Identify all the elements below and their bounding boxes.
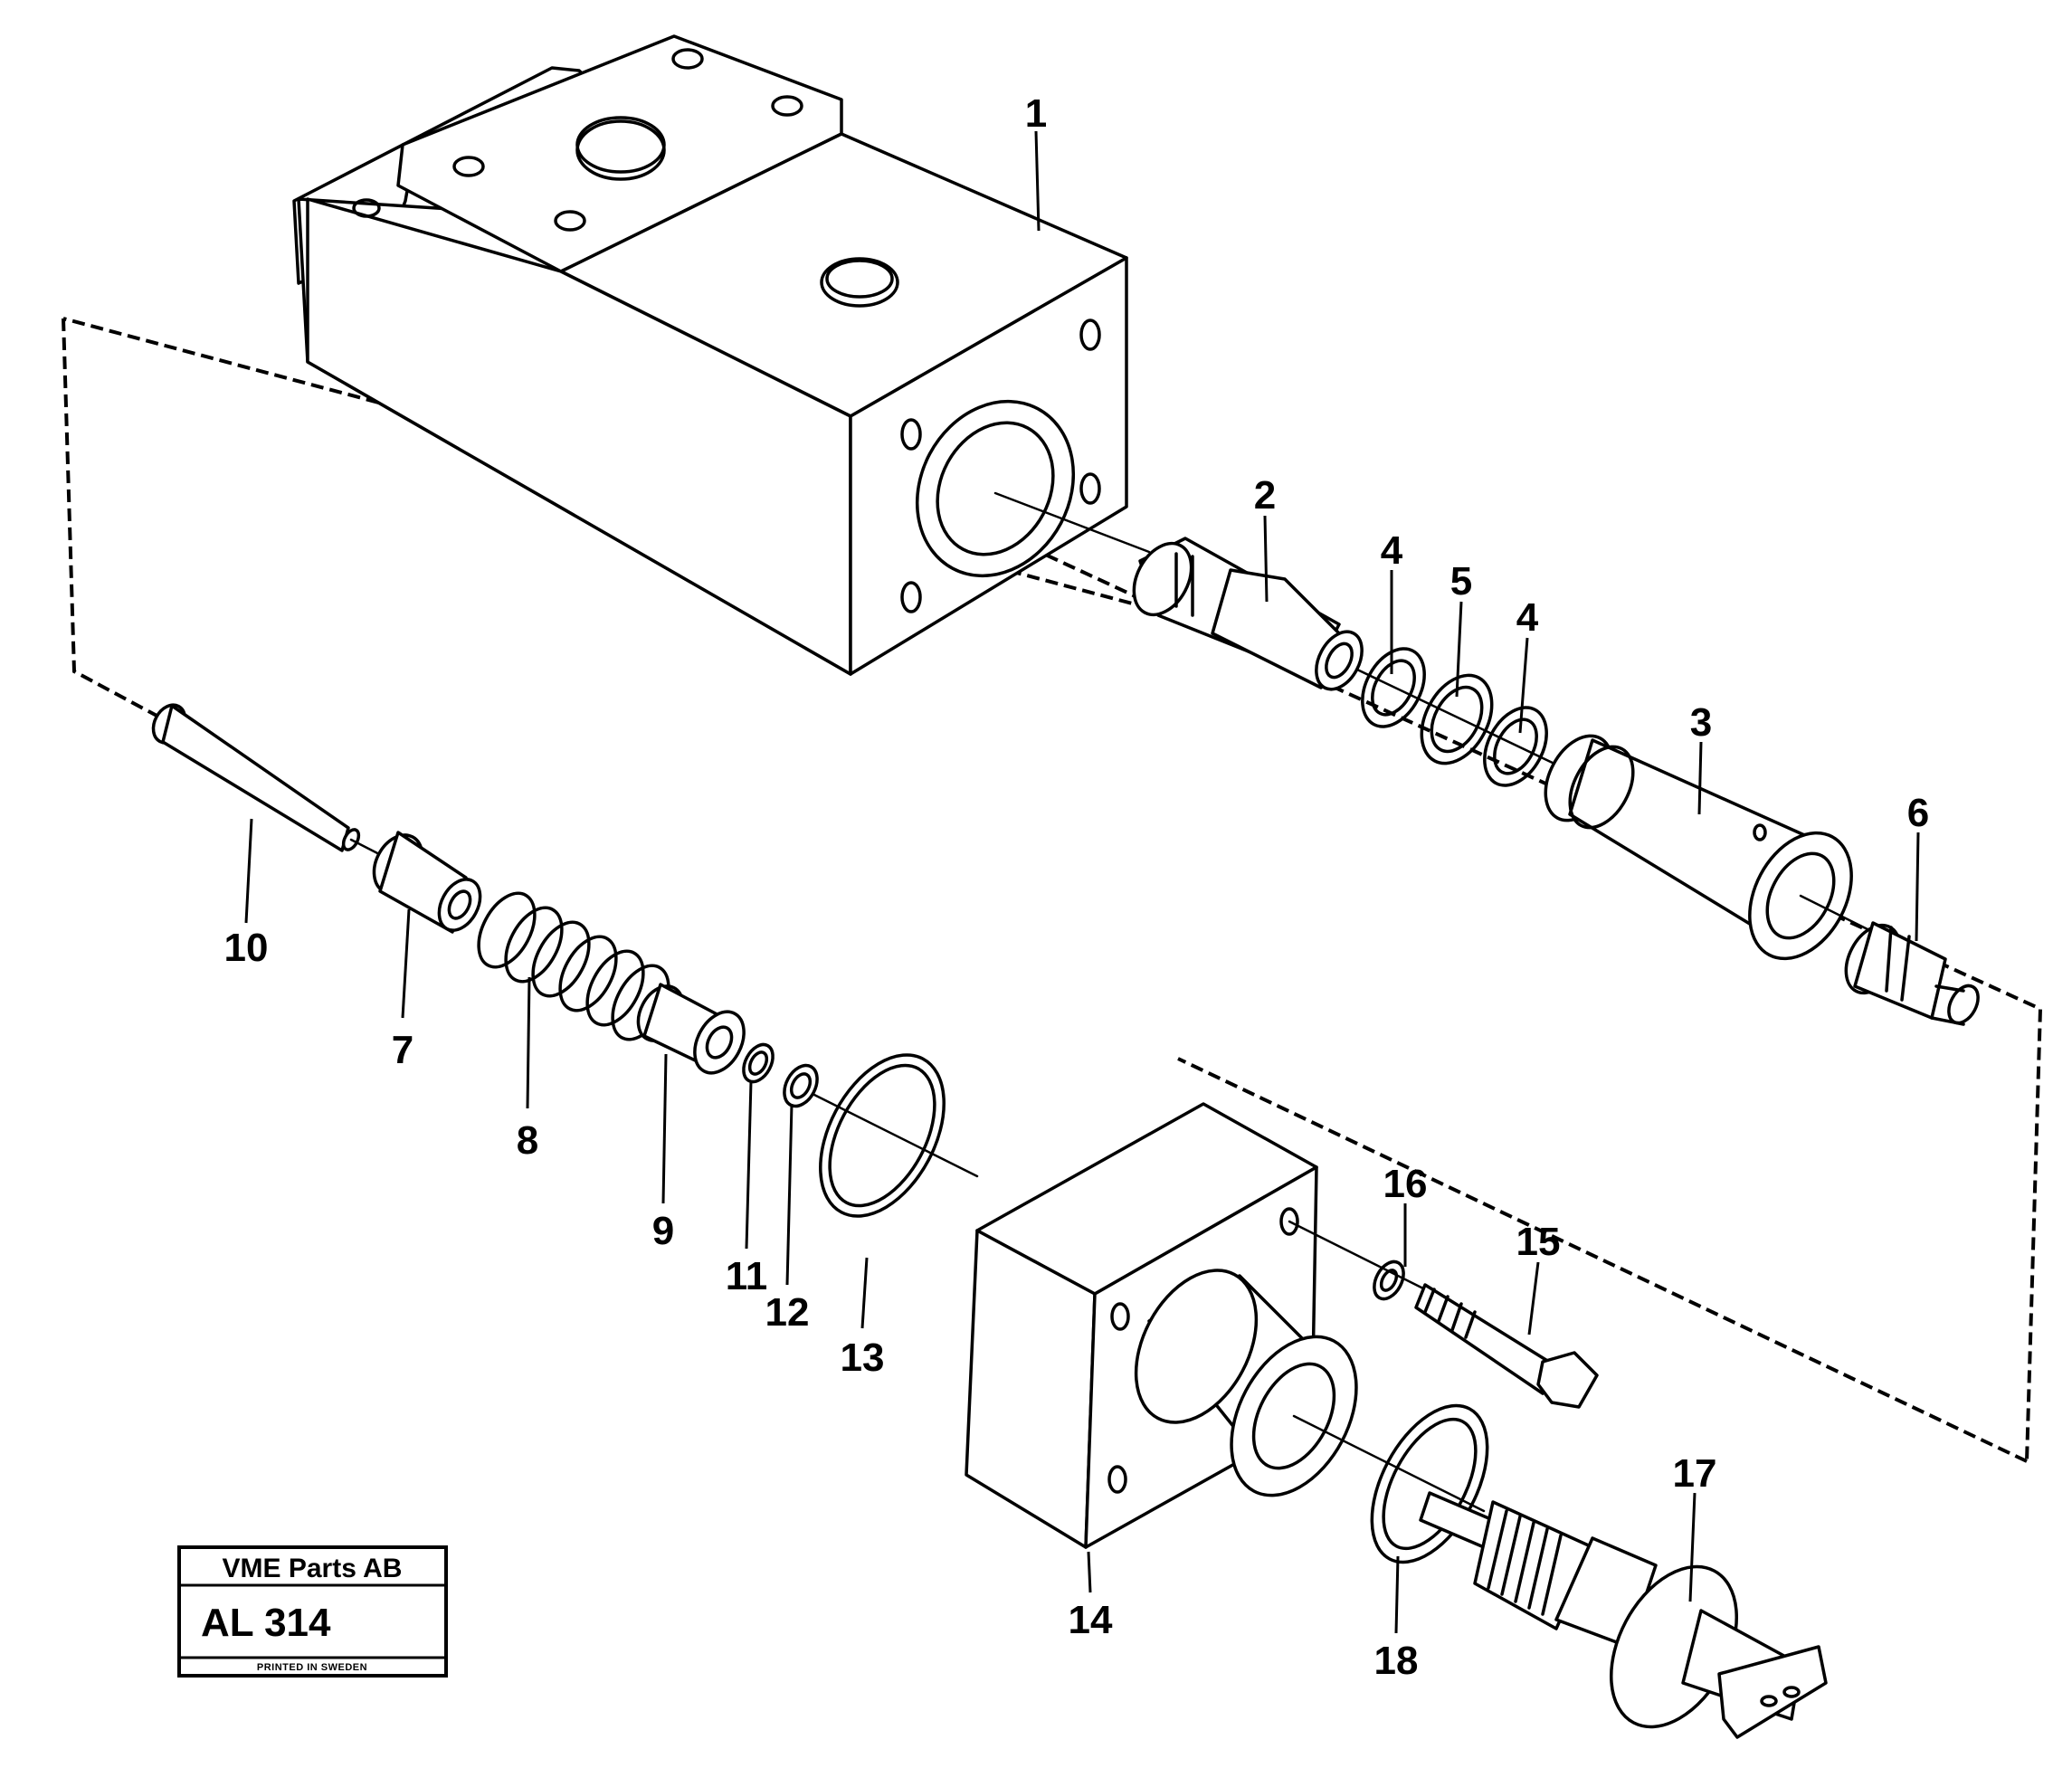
part-10-pin	[151, 703, 361, 852]
callout-2: 2	[1254, 473, 1276, 518]
stamp-printed: PRINTED IN SWEDEN	[257, 1662, 367, 1673]
part-13-o-ring	[819, 1053, 946, 1218]
part-11-ring	[742, 1042, 775, 1084]
callout-5: 5	[1450, 559, 1472, 604]
leader-lines	[244, 130, 1920, 1634]
part-3-valve-spool	[1544, 734, 1853, 961]
callout-14: 14	[1069, 1598, 1113, 1642]
callout-15: 15	[1516, 1220, 1561, 1264]
stamp-code: AL 314	[201, 1601, 331, 1645]
callout-7: 7	[392, 1028, 413, 1072]
part-2-valve-sleeve	[1132, 537, 1364, 691]
callout-9: 9	[652, 1209, 674, 1253]
callout-8: 8	[517, 1118, 538, 1163]
part-14-end-cover	[965, 1102, 1358, 1549]
title-stamp: VME Parts AB AL 314 PRINTED IN SWEDEN	[177, 1545, 448, 1678]
axis-line-sensor	[1292, 1414, 1486, 1513]
axis-line-washers	[1355, 668, 1558, 766]
callout-13: 13	[841, 1336, 885, 1380]
callout-1: 1	[1025, 91, 1047, 136]
callout-11: 11	[726, 1254, 768, 1298]
part-12-ring	[783, 1063, 819, 1108]
callout-12: 12	[765, 1290, 810, 1335]
part-6-plug	[1844, 921, 1980, 1026]
callout-16: 16	[1383, 1162, 1428, 1206]
callout-17: 17	[1673, 1451, 1717, 1496]
callout-4a: 4	[1381, 528, 1403, 573]
axis-line-bolt	[1288, 1220, 1427, 1291]
part-1-valve-housing	[292, 34, 1128, 676]
part-17-sensor	[1419, 1491, 1828, 1739]
callout-18: 18	[1374, 1639, 1419, 1683]
axis-line-upper	[993, 491, 1151, 554]
part-7-sleeve	[372, 831, 482, 934]
callout-4b: 4	[1516, 595, 1539, 640]
callout-6: 6	[1907, 791, 1929, 835]
stamp-company: VME Parts AB	[223, 1554, 403, 1583]
axis-line-lower-2	[813, 1093, 979, 1178]
part-9-piston	[636, 983, 746, 1075]
part-16-washer	[1373, 1259, 1405, 1301]
callout-3: 3	[1690, 700, 1712, 745]
callout-10: 10	[224, 926, 269, 970]
part-15-bolt	[1414, 1283, 1599, 1409]
